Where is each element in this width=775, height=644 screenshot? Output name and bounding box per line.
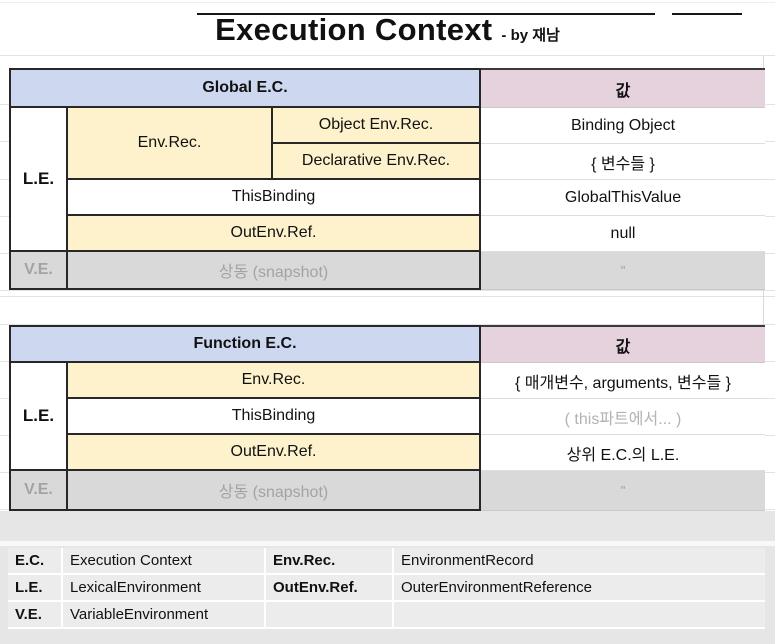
- legend-full: EnvironmentRecord: [394, 548, 765, 575]
- sheet-row-gridline: [0, 296, 775, 297]
- global-ec-header-cell: Global E.C.: [11, 70, 479, 108]
- function-this-binding-cell: ThisBinding: [68, 399, 479, 435]
- top-dark-bar-left: [197, 13, 655, 15]
- global-value-column: 값 Binding Object { 변수들 } GlobalThisValue…: [481, 68, 765, 290]
- page-title-suffix: - by 재남: [501, 27, 560, 44]
- legend-full: [394, 602, 765, 629]
- global-value-binding-object: Binding Object: [481, 108, 765, 144]
- sheet-row-gridline: [0, 324, 775, 325]
- global-value-null: null: [481, 216, 765, 252]
- legend-abbr: Env.Rec.: [266, 548, 394, 575]
- top-dark-bar-right: [672, 13, 742, 15]
- function-value-out-env-ref: 상위 E.C.의 L.E.: [481, 435, 765, 471]
- legend-abbr: [266, 602, 394, 629]
- legend-abbr: L.E.: [8, 575, 63, 602]
- function-value-env-rec: { 매개변수, arguments, 변수들 }: [481, 363, 765, 399]
- function-snapshot-cell: 상동 (snapshot): [68, 471, 479, 509]
- global-ve-cell: V.E.: [11, 252, 68, 288]
- function-env-rec-cell: Env.Rec.: [68, 363, 479, 399]
- legend-abbr: OutEnv.Ref.: [266, 575, 394, 602]
- title-bar: Execution Context - by 재남: [0, 12, 775, 48]
- global-ec-table: Global E.C. L.E. Env.Rec. Object Env.Rec…: [9, 68, 481, 290]
- function-value-this-binding: ( this파트에서... ): [481, 399, 765, 435]
- legend-table: E.C. Execution Context Env.Rec. Environm…: [8, 548, 765, 629]
- sheet-row-gridline: [0, 55, 775, 56]
- legend-full: VariableEnvironment: [63, 602, 266, 629]
- top-hairline: [0, 2, 775, 3]
- page-title: Execution Context: [215, 12, 493, 47]
- global-out-env-ref-cell: OutEnv.Ref.: [68, 216, 479, 252]
- legend-abbr: E.C.: [8, 548, 63, 575]
- legend-full: Execution Context: [63, 548, 266, 575]
- function-ec-header-cell: Function E.C.: [11, 327, 479, 363]
- function-ec-table: Function E.C. L.E. Env.Rec. ThisBinding …: [9, 325, 481, 511]
- sheet-row-gridline: [0, 290, 775, 291]
- global-value-header-cell: 값: [481, 68, 765, 108]
- function-out-env-ref-cell: OutEnv.Ref.: [68, 435, 479, 471]
- function-ve-cell: V.E.: [11, 471, 68, 509]
- legend-full: OuterEnvironmentReference: [394, 575, 765, 602]
- global-env-rec-cell: Env.Rec.: [68, 108, 273, 180]
- function-value-column: 값 { 매개변수, arguments, 변수들 } ( this파트에서...…: [481, 325, 765, 511]
- function-value-ditto: ": [481, 471, 765, 511]
- function-value-header-cell: 값: [481, 325, 765, 363]
- function-le-cell: L.E.: [11, 363, 68, 471]
- global-le-cell: L.E.: [11, 108, 68, 252]
- global-declarative-env-rec-cell: Declarative Env.Rec.: [273, 144, 479, 180]
- global-value-global-this: GlobalThisValue: [481, 180, 765, 216]
- global-snapshot-cell: 상동 (snapshot): [68, 252, 479, 288]
- legend-abbr: V.E.: [8, 602, 63, 629]
- global-value-variables: { 변수들 }: [481, 144, 765, 180]
- legend-top-band: [0, 541, 775, 546]
- global-this-binding-cell: ThisBinding: [68, 180, 479, 216]
- legend-full: LexicalEnvironment: [63, 575, 266, 602]
- global-object-env-rec-cell: Object Env.Rec.: [273, 108, 479, 144]
- global-value-ditto: ": [481, 252, 765, 290]
